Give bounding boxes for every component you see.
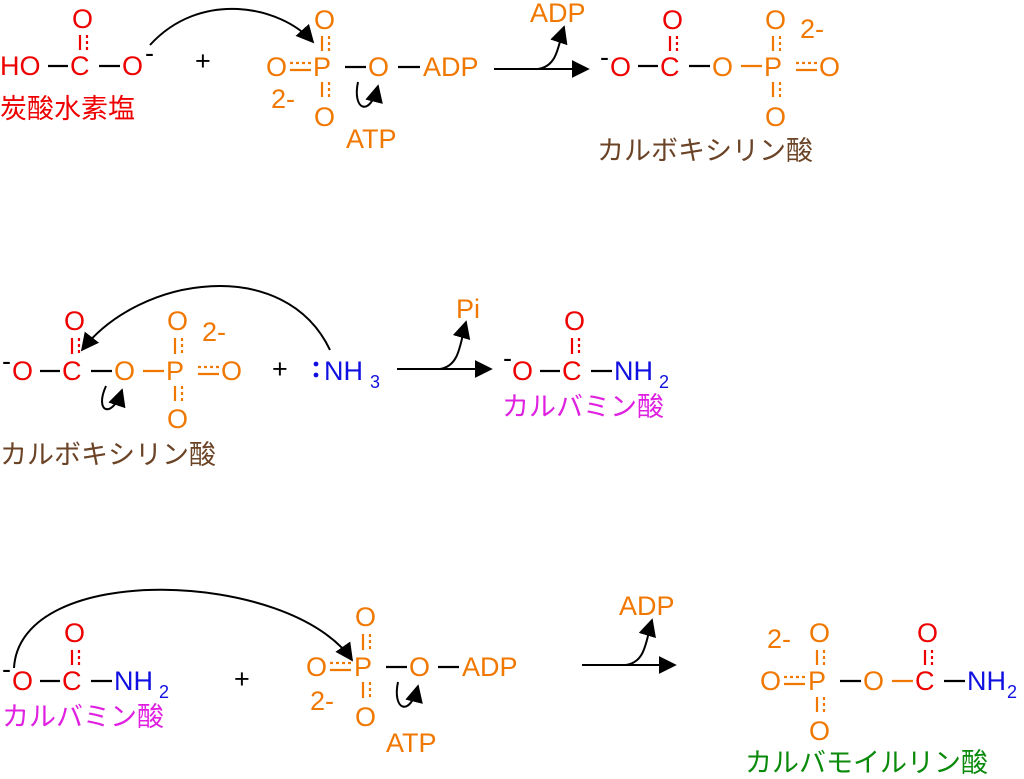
carbon-atom: C	[70, 51, 90, 81]
carbonyl-oxygen: O	[72, 4, 93, 34]
hydrogen-count: 2	[159, 682, 169, 702]
anionic-oxygen: O	[610, 52, 631, 82]
plus-sign: +	[234, 664, 250, 694]
hydroxyl-atom: HO	[0, 51, 41, 81]
negative-charge: -	[503, 343, 512, 373]
phosphoryl-oxygen-top: O	[809, 618, 830, 648]
atp-charge: 2-	[310, 686, 334, 716]
phosphorus-atom: P	[166, 356, 184, 386]
carbonyl-oxygen: O	[662, 5, 683, 35]
carbamate-attack-arrow	[13, 588, 354, 669]
phosphate-charge: 2-	[800, 14, 824, 44]
phosphoryl-oxygen-bottom: O	[355, 702, 376, 732]
phosphoryl-oxygen-bottom: O	[167, 404, 188, 434]
adp-release-arrow	[625, 618, 656, 666]
atp-label: ATP	[386, 728, 437, 758]
leaving-arrow	[355, 81, 383, 108]
carboxyphosphate-molecule-2: - O C O O P O O O 2- カルボキシリン酸	[0, 306, 242, 471]
leaving-arrow	[395, 681, 423, 708]
bridging-oxygen: O	[114, 356, 135, 386]
negative-charge: -	[600, 42, 609, 72]
carbonyl-oxygen: O	[64, 306, 85, 336]
phosphoryl-oxygen-left: O	[760, 666, 781, 696]
negative-charge: -	[145, 38, 154, 68]
carbamoyl-phosphate-label: カルバモイルリン酸	[745, 748, 988, 779]
bridging-oxygen: O	[712, 52, 733, 82]
anionic-oxygen: O	[122, 51, 143, 81]
phosphoryl-oxygen-left: O	[306, 652, 327, 682]
carbon-atom: C	[562, 356, 582, 386]
phosphoryl-oxygen-right: O	[819, 52, 840, 82]
row-2: - O C O O P O O O 2- カルボキシリン酸 +	[0, 285, 669, 471]
adp-group: ADP	[462, 652, 518, 682]
carbon-atom: C	[62, 666, 82, 696]
adp-product: ADP	[530, 0, 586, 28]
amine-nitrogen: NH	[967, 666, 1006, 696]
amine-nitrogen: NH	[614, 356, 653, 386]
carbon-atom: C	[660, 52, 680, 82]
anionic-oxygen: O	[12, 666, 33, 696]
adp-release-arrow	[537, 25, 568, 70]
carbonyl-oxygen: O	[917, 618, 938, 648]
bridging-oxygen: O	[863, 666, 884, 696]
phosphoryl-oxygen-top: O	[314, 5, 335, 35]
carbamate-label: カルバミン酸	[2, 702, 164, 733]
pi-release-arrow	[439, 320, 471, 370]
atp-molecule-2: O O P O O ADP 2- ATP	[306, 602, 518, 758]
attack-arrow	[149, 7, 315, 46]
anionic-oxygen: O	[512, 356, 533, 386]
phosphoryl-oxygen-left: O	[266, 52, 287, 82]
bridging-oxygen: O	[409, 652, 430, 682]
bicarbonate-molecule: HO C O O - 炭酸水素塩	[0, 4, 154, 125]
ammonia-molecule: NH 3	[313, 356, 380, 392]
carbamate-molecule-2: - O C O NH 2 カルバミン酸	[2, 618, 169, 733]
carbon-atom: C	[62, 356, 82, 386]
ammonia-attack-arrow	[80, 285, 331, 352]
row-1: HO C O O - 炭酸水素塩 + O O P O O	[0, 0, 840, 167]
atp-charge: 2-	[271, 84, 295, 114]
adp-product: ADP	[619, 591, 675, 621]
phosphorus-atom: P	[354, 652, 372, 682]
plus-sign: +	[195, 46, 211, 76]
negative-charge: -	[2, 654, 11, 684]
nitrogen-atom: NH	[324, 356, 363, 386]
carboxyphosphate-label: カルボキシリン酸	[0, 440, 216, 471]
row-3: - O C O NH 2 カルバミン酸 + O O P O O	[2, 588, 1017, 779]
plus-sign: +	[272, 354, 288, 384]
atp-molecule: O O P O O ADP 2- ATP	[266, 5, 479, 154]
bridging-oxygen: O	[368, 52, 389, 82]
phosphate-charge: 2-	[202, 317, 226, 347]
amine-nitrogen: NH	[114, 666, 153, 696]
carbonyl-oxygen: O	[564, 306, 585, 336]
leaving-arrow	[101, 385, 126, 411]
phosphoryl-oxygen-right: O	[221, 356, 242, 386]
carboxyphosphate-molecule: - O C O O P O O O 2- カルボキシリン酸	[597, 5, 840, 167]
negative-charge: -	[2, 346, 11, 376]
hydrogen-count: 2	[659, 372, 669, 392]
phosphate-charge: 2-	[767, 624, 791, 654]
carbon-atom: C	[915, 666, 935, 696]
pi-product: Pi	[456, 294, 480, 324]
carbonyl-oxygen: O	[64, 618, 85, 648]
phosphoryl-oxygen-bottom: O	[809, 716, 830, 746]
hydrogen-count: 2	[1007, 682, 1017, 702]
hydrogen-count: 3	[370, 372, 380, 392]
carbamate-label: カルバミン酸	[502, 392, 664, 423]
phosphoryl-oxygen-top: O	[167, 306, 188, 336]
carbamate-molecule: - O C O NH 2 カルバミン酸	[502, 306, 669, 423]
phosphorus-atom: P	[808, 666, 826, 696]
phosphoryl-oxygen-bottom: O	[765, 102, 786, 132]
anionic-oxygen: O	[12, 356, 33, 386]
bicarbonate-label: 炭酸水素塩	[0, 94, 135, 125]
phosphorus-atom: P	[313, 52, 331, 82]
phosphoryl-oxygen-top: O	[765, 5, 786, 35]
carbamoyl-phosphate-molecule: O 2- O P O O C O NH 2 カルバモイルリン酸	[745, 618, 1017, 779]
phosphoryl-oxygen-bottom: O	[314, 102, 335, 132]
adp-group: ADP	[423, 52, 479, 82]
phosphoryl-oxygen-top: O	[355, 602, 376, 632]
atp-label: ATP	[346, 124, 397, 154]
phosphorus-atom: P	[764, 52, 782, 82]
carboxyphosphate-label: カルボキシリン酸	[597, 136, 813, 167]
